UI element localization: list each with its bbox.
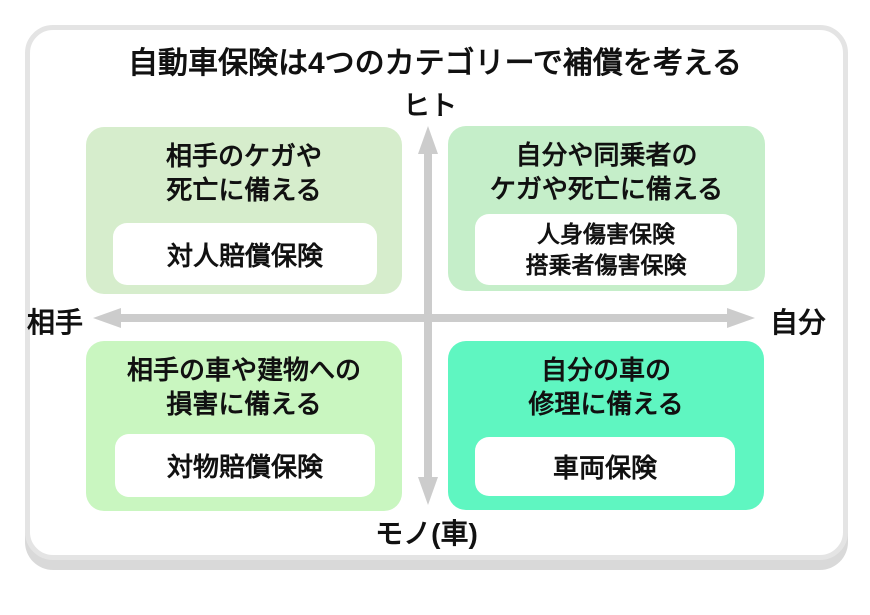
heading-line: 相手の車や建物への: [126, 355, 361, 385]
product-pill-liability-property: 対物賠償保険: [115, 434, 375, 497]
product-pill-liability-bodily: 対人賠償保険: [113, 223, 377, 285]
product-name: 車両保険: [552, 453, 657, 483]
axis-label-self: 自分: [770, 307, 827, 338]
horizontal-axis-arrow: [93, 308, 755, 328]
product-pill-vehicle: 車両保険: [475, 437, 735, 496]
arrow-up-icon: [418, 126, 438, 154]
heading-line: 損害に備える: [166, 389, 322, 419]
quadrant-heading: 相手のケガや 死亡に備える: [86, 127, 402, 207]
horizontal-arrow-shaft: [117, 314, 731, 322]
arrow-right-icon: [727, 308, 755, 328]
arrow-left-icon: [93, 308, 121, 328]
quadrant-heading: 自分の車の 修理に備える: [448, 341, 764, 421]
heading-line: 相手のケガや: [165, 141, 322, 171]
arrow-down-icon: [418, 477, 438, 505]
product-name: 人身傷害保険: [537, 220, 675, 247]
quadrant-heading: 自分や同乗者の ケガや死亡に備える: [448, 126, 765, 206]
page-title: 自動車保険は4つのカテゴリーで補償を考える: [128, 47, 742, 80]
product-pill-personal-injury: 人身傷害保険 搭乗者傷害保険: [475, 214, 737, 285]
heading-line: 自分や同乗者の: [515, 140, 698, 170]
heading-line: 修理に備える: [528, 389, 684, 419]
axis-label-other-party: 相手: [27, 307, 84, 338]
quadrant-heading: 相手の車や建物への 損害に備える: [86, 341, 402, 421]
product-name: 対人賠償保険: [166, 240, 323, 271]
heading-line: 自分の車の: [540, 355, 671, 385]
product-name: 搭乗者傷害保険: [525, 251, 687, 278]
axis-label-people: ヒト: [403, 91, 457, 121]
product-name: 対物賠償保険: [166, 452, 323, 482]
heading-line: 死亡に備える: [166, 175, 322, 205]
heading-line: ケガや死亡に備える: [489, 174, 724, 204]
axis-label-things: モノ(車): [375, 518, 478, 549]
